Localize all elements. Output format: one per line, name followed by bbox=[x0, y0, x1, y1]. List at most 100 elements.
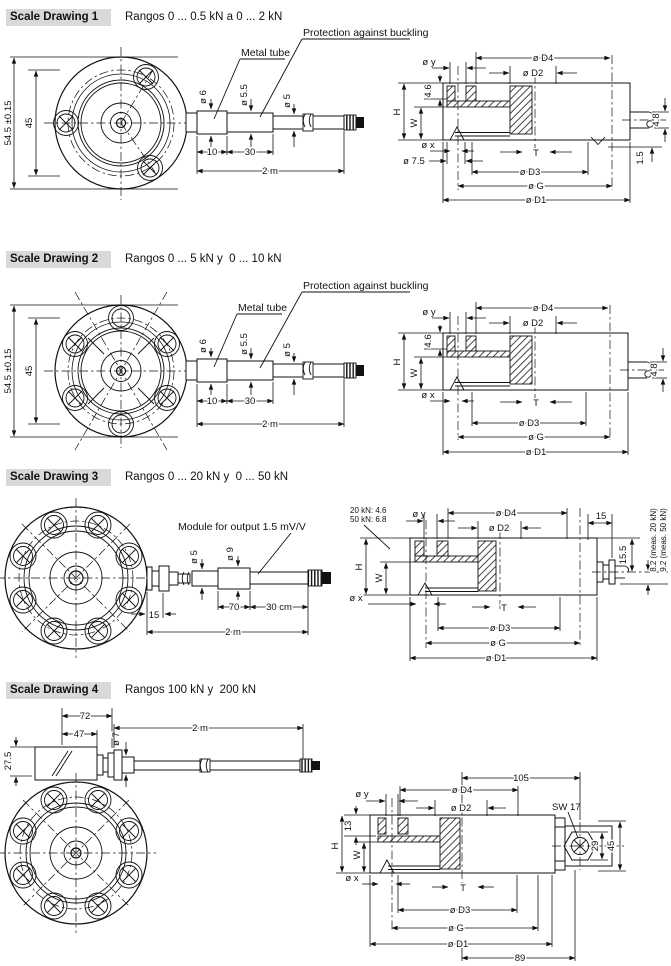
screw-hole bbox=[137, 155, 163, 181]
dim-label-dia-x: ø x bbox=[345, 873, 358, 884]
dim-label-t: T bbox=[533, 148, 539, 159]
dim-label-dia5: ø 5 bbox=[282, 94, 293, 108]
section-range-4: Rangos 100 kN y 200 kN bbox=[125, 684, 257, 696]
scale-drawing-2: 54.5 ±0.15 45 ø 6 ø 5.5 bbox=[2, 279, 667, 460]
label-protection: Protection against buckling bbox=[303, 280, 429, 292]
dim-label-w: W bbox=[374, 573, 385, 582]
note-20kn: 20 kN: 4.6 bbox=[350, 506, 387, 515]
dim-label-13: 13 bbox=[343, 821, 354, 832]
section-title-2: Scale Drawing 2 bbox=[6, 251, 111, 268]
dim-label-dia55: ø 5.5 bbox=[239, 333, 250, 355]
dim-label-72: 72 bbox=[80, 711, 91, 722]
dim-label-t: T bbox=[533, 398, 539, 409]
dim-label-70: 70 bbox=[229, 602, 240, 613]
dim-label-15: 1.5 bbox=[635, 151, 646, 164]
screw-hole bbox=[154, 385, 180, 411]
side-view-2: ø 6 ø 5.5 ø 5 10 30 2 m Metal tube bbox=[185, 279, 430, 432]
dim-label-dia-d1: ø D1 bbox=[526, 447, 547, 458]
dim-label-2m: 2 m bbox=[262, 166, 278, 177]
section-range-2: Rangos 0 ... 5 kN y 0 ... 10 kN bbox=[125, 253, 282, 265]
label-sw17: SW 17 bbox=[552, 802, 581, 813]
dim-label-29: 29 bbox=[590, 841, 601, 852]
screw-hole bbox=[84, 786, 112, 814]
screw-hole bbox=[115, 817, 143, 845]
screw-hole bbox=[84, 511, 112, 539]
scale-drawing-1: 54.5 ±0.15 45 ø 6 ø 5.5 bbox=[2, 26, 669, 208]
dim-label-45: 45 bbox=[24, 118, 35, 129]
screw-hole bbox=[9, 542, 37, 570]
dim-label-dia-d3: ø D3 bbox=[520, 167, 541, 178]
dim-label-dia-d3: ø D3 bbox=[490, 623, 511, 634]
dim-label-15-top: 15 bbox=[596, 511, 607, 522]
dim-label-dia-x: ø x bbox=[349, 593, 362, 604]
screw-hole bbox=[62, 331, 88, 357]
dim-label-dia-d2: ø D2 bbox=[523, 318, 544, 329]
front-view-4 bbox=[0, 773, 156, 933]
dim-label-45: 45 bbox=[606, 841, 617, 852]
label-metal-tube: Metal tube bbox=[241, 47, 290, 59]
dim-label-155: 15.5 bbox=[618, 546, 629, 565]
section-title-4: Scale Drawing 4 bbox=[6, 682, 111, 699]
dim-label-t: T bbox=[501, 603, 507, 614]
dim-label-dia-d2: ø D2 bbox=[451, 803, 472, 814]
screw-hole bbox=[62, 385, 88, 411]
dim-label-height-tol: 54.5 ±0.15 bbox=[3, 101, 14, 146]
screw-hole bbox=[40, 786, 68, 814]
screw-hole bbox=[84, 617, 112, 645]
dim-label-105: 105 bbox=[513, 773, 529, 784]
dim-label-dia-d1: ø D1 bbox=[486, 653, 507, 664]
dim-label-h: H bbox=[392, 108, 403, 115]
section-range-1: Rangos 0 ... 0.5 kN a 0 ... 2 kN bbox=[125, 11, 283, 23]
dim-label-dia-y: ø y bbox=[355, 789, 368, 800]
section-range-3: Rangos 0 ... 20 kN y 0 ... 50 kN bbox=[125, 471, 288, 483]
screw-hole bbox=[9, 861, 37, 889]
side-view-1: ø 6 ø 5.5 ø 5 10 30 2 m Metal tube bbox=[185, 26, 430, 179]
dim-label-dia-d4: ø D4 bbox=[533, 303, 554, 314]
section-header-1: Scale Drawing 1 Rangos 0 ... 0.5 kN a 0 … bbox=[6, 9, 282, 26]
screw-hole bbox=[53, 110, 79, 136]
dim-label-2m: 2 m bbox=[225, 627, 241, 638]
dim-label-47: 47 bbox=[74, 729, 85, 740]
scale-drawing-3: Module for output 1.5 mV/V ø 5 ø 9 15 70 bbox=[0, 498, 670, 666]
dim-label-2m: 2 m bbox=[192, 723, 208, 734]
dim-label-height-tol: 54.5 ±0.15 bbox=[3, 349, 14, 394]
dim-label-2m: 2 m bbox=[262, 419, 278, 430]
screw-hole bbox=[9, 586, 37, 614]
dim-label-46: 4.6 bbox=[423, 84, 434, 97]
screw-hole bbox=[9, 817, 37, 845]
dim-label-30: 30 bbox=[245, 147, 256, 158]
dim-label-meas-20kn: 8.2 (meas. 20 kN) bbox=[649, 508, 658, 572]
dim-label-dia-d2: ø D2 bbox=[523, 68, 544, 79]
dim-label-dia-g: ø G bbox=[490, 638, 506, 649]
dim-label-30: 30 bbox=[245, 396, 256, 407]
screw-hole bbox=[84, 892, 112, 920]
cross-section-3: 20 kN: 4.6 50 kN: 6.8 ø y ø D4 ø D2 bbox=[348, 505, 670, 666]
dim-label-h: H bbox=[354, 563, 365, 570]
dim-label-dia-y: ø y bbox=[422, 307, 435, 318]
screw-hole bbox=[115, 861, 143, 889]
dim-label-10: 10 bbox=[207, 147, 218, 158]
dim-label-dia-g: ø G bbox=[528, 181, 544, 192]
dim-label-89: 89 bbox=[515, 953, 526, 964]
dim-label-h: H bbox=[330, 842, 341, 849]
dim-label-45: 45 bbox=[24, 366, 35, 377]
dim-label-15: 15 bbox=[149, 610, 160, 621]
section-title-3: Scale Drawing 3 bbox=[6, 469, 111, 486]
dim-label-dia6: ø 6 bbox=[198, 339, 209, 353]
screw-hole bbox=[115, 542, 143, 570]
dim-label-dia75: ø 7.5 bbox=[403, 156, 425, 167]
screw-hole bbox=[40, 892, 68, 920]
bolt-hole bbox=[108, 411, 134, 437]
dim-label-dia-d4: ø D4 bbox=[452, 785, 473, 796]
label-metal-tube: Metal tube bbox=[238, 302, 287, 314]
dim-label-48: 4.8 bbox=[649, 363, 660, 376]
screw-hole bbox=[115, 586, 143, 614]
label-module: Module for output 1.5 mV/V bbox=[178, 521, 306, 533]
dim-label-dia6: ø 6 bbox=[198, 90, 209, 104]
dim-label-dia-g: ø G bbox=[448, 923, 464, 934]
front-view-1: 54.5 ±0.15 45 bbox=[2, 47, 200, 200]
dim-label-dia-d3: ø D3 bbox=[519, 418, 540, 429]
section-header-3: Scale Drawing 3 Rangos 0 ... 20 kN y 0 .… bbox=[6, 469, 288, 486]
dim-label-dia-y: ø y bbox=[422, 57, 435, 68]
